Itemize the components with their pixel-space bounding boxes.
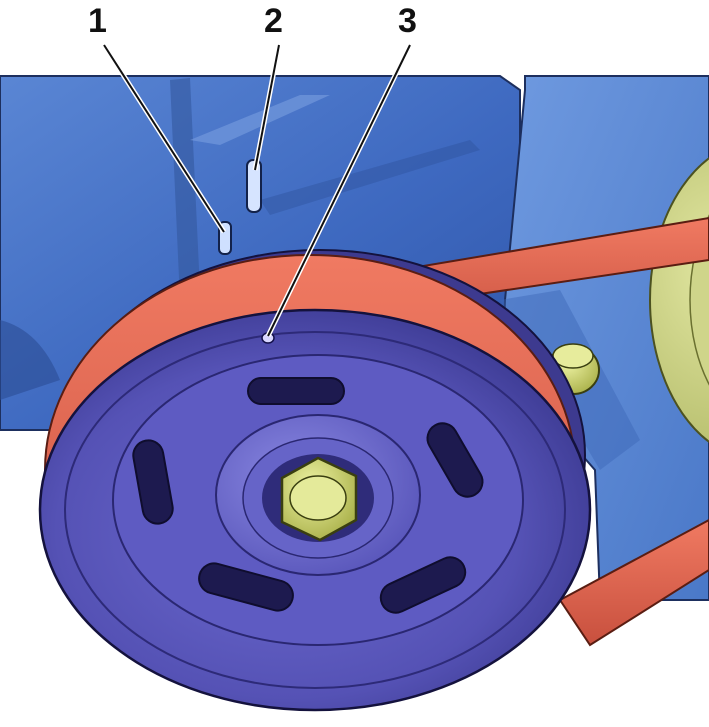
- crankshaft-bolt: [262, 454, 374, 542]
- callout-number-1: 1: [88, 2, 107, 40]
- pulley-slot: [198, 562, 294, 612]
- callout-number-3: 3: [398, 2, 417, 40]
- pulley-slot: [379, 556, 467, 614]
- callout-number-2: 2: [264, 2, 283, 40]
- belt-lower-run: [558, 518, 709, 647]
- timing-mark-2: [246, 159, 262, 213]
- pulley-slot: [132, 439, 174, 525]
- pulley-slot: [247, 377, 345, 405]
- leader-lines: [101, 43, 413, 338]
- pulley-slot: [426, 422, 484, 498]
